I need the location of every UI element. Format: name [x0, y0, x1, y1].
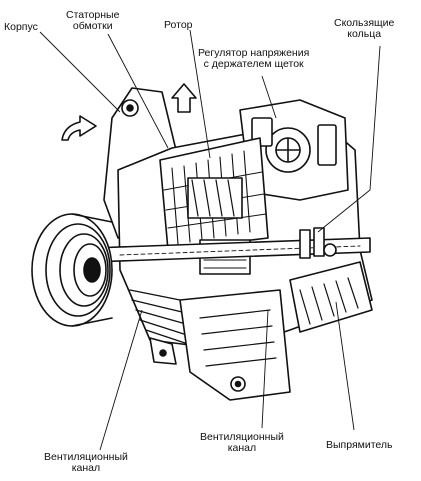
drive-pulley	[31, 213, 113, 327]
leader-vent-left	[99, 309, 143, 451]
label-rotor: Ротор	[164, 19, 193, 31]
label-rectifier: Выпрямитель	[326, 439, 393, 451]
leader-regulator	[261, 75, 277, 119]
leader-rectifier	[335, 301, 355, 431]
slip-rings	[299, 227, 325, 259]
label-housing: Корпус	[4, 21, 38, 33]
label-vent-channel-center: Вентиляционный канал	[200, 431, 284, 454]
leader-housing	[39, 31, 121, 113]
leader-vent-center	[261, 309, 269, 429]
label-stator-windings: Статорные обмотки	[66, 9, 120, 32]
label-vent-channel-left: Вентиляционный канал	[44, 451, 128, 474]
leader-rotor	[189, 29, 211, 159]
airflow-arrow-left	[61, 115, 97, 141]
housing-mount-hole	[121, 99, 139, 117]
leader-slip-rings	[317, 45, 381, 233]
airflow-arrow-center	[171, 83, 197, 113]
label-slip-rings: Скользящие кольца	[334, 17, 395, 40]
rectifier-assembly	[289, 243, 373, 333]
label-voltage-regulator: Регулятор напряжения с держателем щеток	[198, 47, 310, 70]
cooling-fins-front	[129, 289, 195, 347]
vent-slots	[199, 309, 277, 367]
leader-stator	[107, 33, 169, 149]
